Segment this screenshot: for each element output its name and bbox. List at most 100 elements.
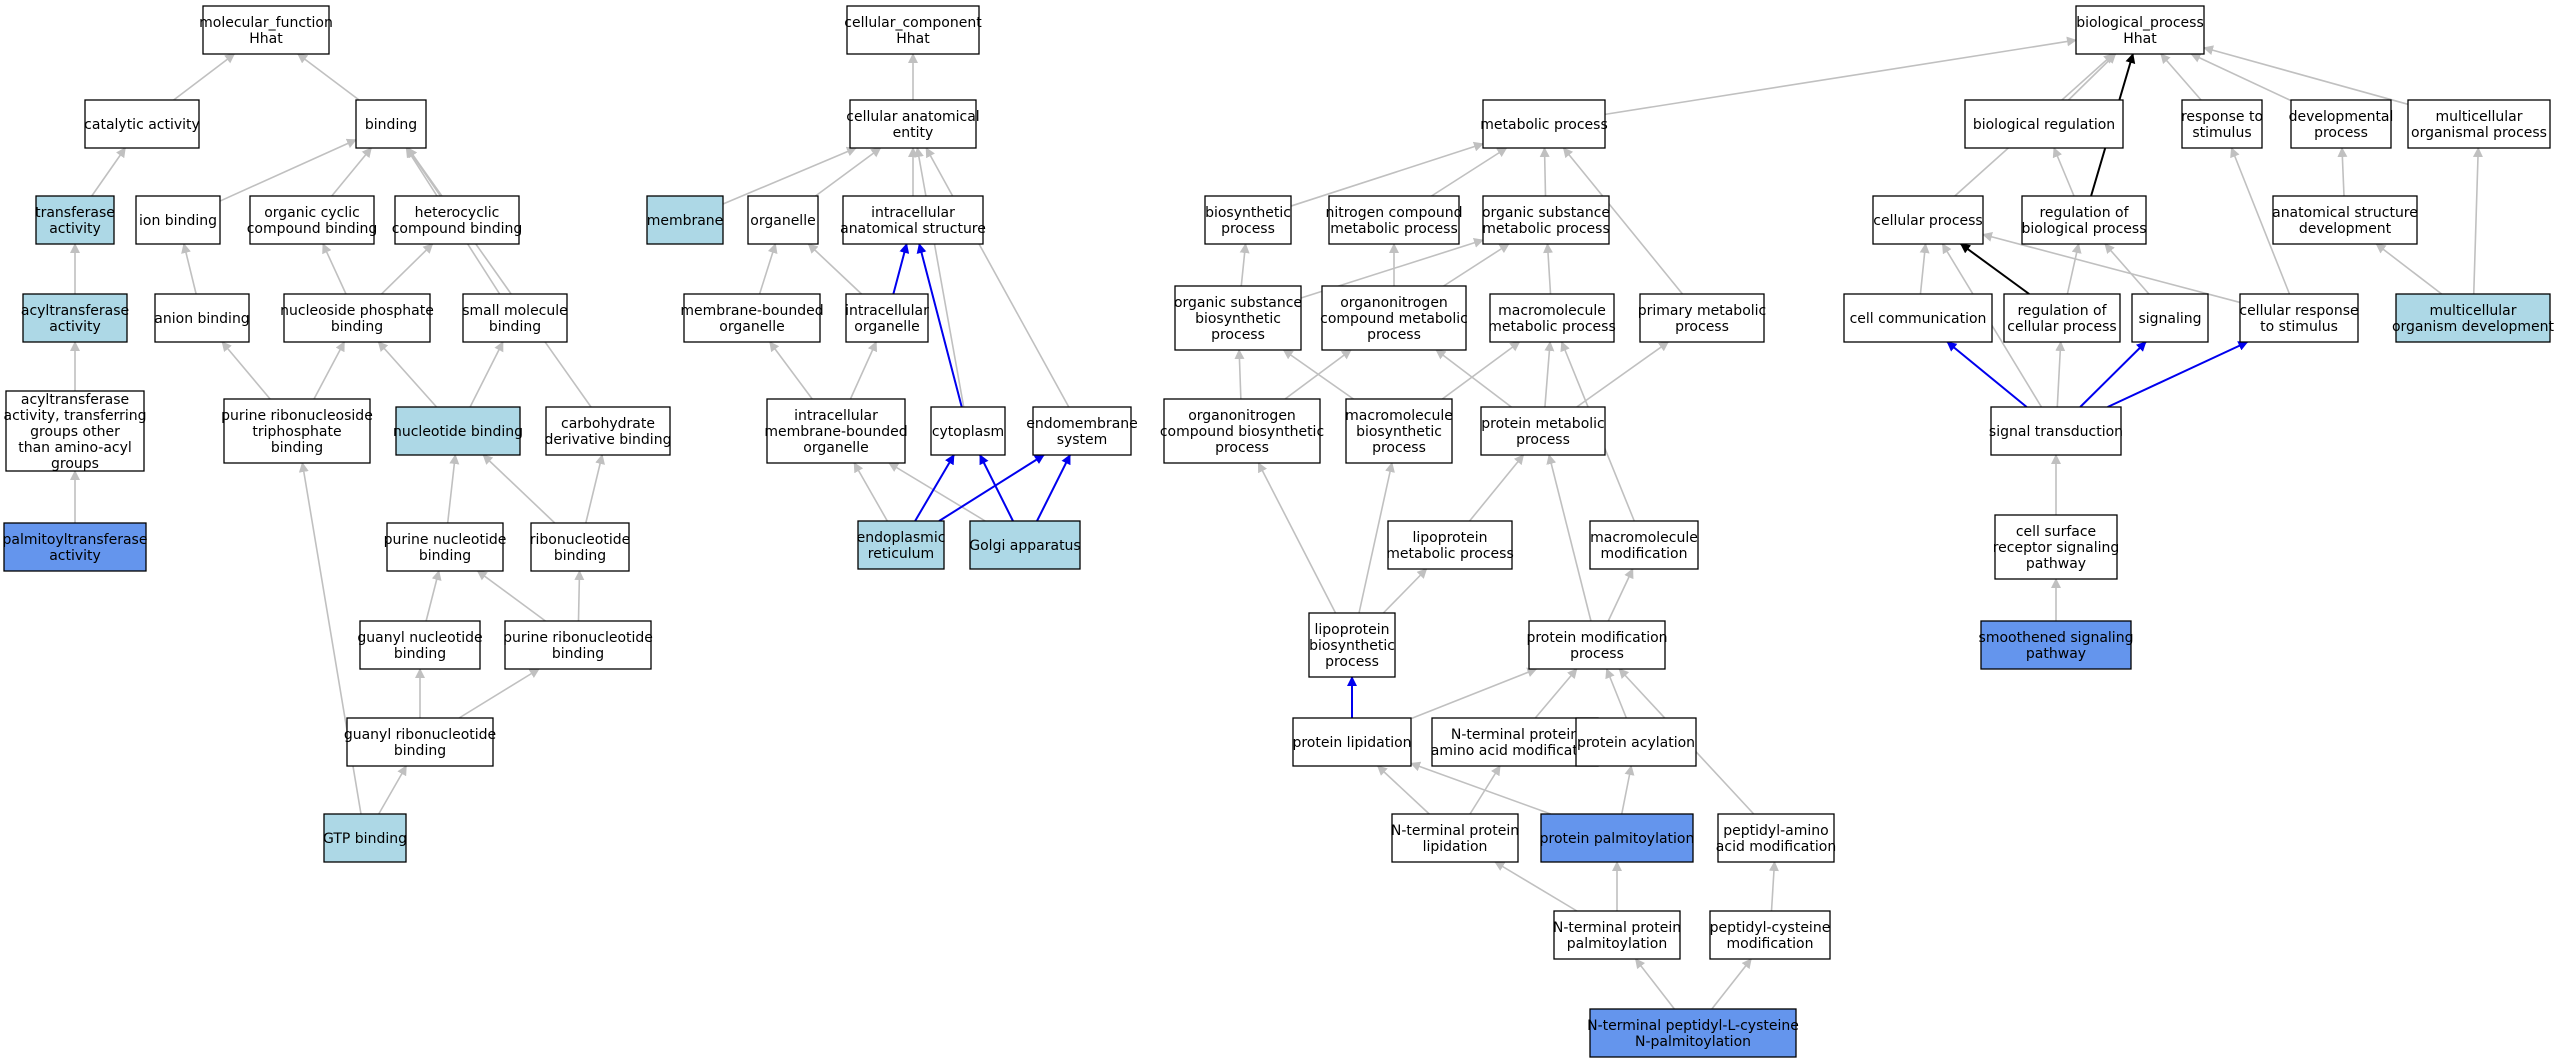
node-metabolic: metabolic process [1480,99,1608,149]
edge-response_stimulus-to-bp [2160,53,2202,101]
edge-carbohydrate_deriv-to-binding [407,147,592,408]
node-label: triphosphate [252,424,341,440]
edge-intracellular_organelle-to-intracellular_as [892,243,910,295]
edge-protein_met-to-macromolecule_met [1544,341,1555,408]
node-box [845,293,929,343]
node-label: process [1325,654,1379,670]
node-protein-acylation: protein acylation [1575,717,1697,767]
node-label: primary metabolic [1638,303,1767,319]
node-box [2131,293,2209,343]
node-label: regulation of [2039,205,2129,221]
edge-binding-to-mf [297,53,360,101]
node-label: organic substance [1482,205,1610,221]
node-box [22,293,128,343]
edge-multicellular_dev-to-anatomical_dev [2375,243,2443,295]
node-label: binding [554,548,606,564]
node-box [1589,1008,1797,1058]
node-label: molecular_function [199,15,333,31]
node-label: activity [49,319,101,335]
node-label: reticulum [868,546,934,562]
edge-protein_palmitoylation-to-protein_lipidation [1410,761,1552,815]
edge-macromolecule_bio-to-macromolecule_met [1441,341,1521,400]
node-label: organismal process [2411,125,2547,141]
node-box [1528,620,1666,670]
node-box [2290,99,2392,149]
node-box [283,293,431,343]
edge-purine_rnt_tp-to-nucleoside_phosphate [313,341,345,400]
node-label: macromolecule [1345,408,1453,424]
node-label: groups other [30,424,120,440]
edge-organic_cyclic-to-binding [331,147,372,197]
node-label: modification [1601,546,1688,562]
edge-protein_met-to-organonitrogen_met [1435,349,1512,408]
node-label: Hhat [2123,31,2157,47]
node-label: binding [394,646,446,662]
node-cytoplasm: cytoplasm [930,406,1006,456]
node-label: modification [1727,936,1814,952]
edge-nterm_palmitoylation-to-nterm_lipidation [1494,861,1578,912]
node-box [202,5,330,55]
node-label: N-terminal protein [1391,823,1519,839]
node-label: cellular response [2239,303,2358,319]
node-box [1292,717,1412,767]
node-label: pathway [2026,556,2086,572]
edge-organic_substance_met-to-metabolic [1539,147,1550,197]
edge-multicellular_dev-to-multicellular_organismal [2472,147,2483,295]
edge-lipoprotein_met-to-protein_met [1468,454,1525,522]
node-label: Hhat [896,31,930,47]
node-box [1391,813,1519,863]
edge-intracellular_organelle-to-organelle [807,243,863,295]
node-label: process [1570,646,1624,662]
edge-er-to-endomembrane [938,454,1045,522]
edge-purine_nucleotide-to-nucleotide_binding [446,454,460,524]
node-ion-binding: ion binding [135,195,221,245]
node-label: purine nucleotide [384,532,507,548]
edge-nterm_aa_mod-to-protein_mod [1534,668,1578,719]
edge-macromolecule_bio-to-organic_substance_bio [1282,349,1354,400]
node-label: biological_process [2076,15,2204,31]
node-label: process [1211,327,1265,343]
edge-nucleoside_phosphate-to-organic_cyclic [322,243,347,295]
node-label: process [2314,125,2368,141]
node-label: biological regulation [1973,117,2115,133]
node-label: guanyl ribonucleotide [344,727,496,743]
node-box [359,620,481,670]
node-label: protein acylation [1577,735,1695,751]
node-box [2021,195,2147,245]
edge-purine_rnt_tp-to-anion_binding [221,341,271,400]
edge-nterm_lipidation-to-protein_lipidation [1377,765,1430,815]
node-label: response to [2181,109,2263,125]
node-label: process [1221,221,1275,237]
node-binding: binding [355,99,427,149]
node-label: activity [49,221,101,237]
node-box [2003,293,2121,343]
node-membrane: membrane [646,195,724,245]
edge-er-to-cytoplasm [914,454,955,522]
edge-endomembrane-to-cae [925,147,1070,408]
node-box [394,195,520,245]
node-anion-binding: anion binding [154,293,250,343]
node-box [1345,398,1453,464]
node-box [2075,5,2205,55]
node-label: cellular process [2007,319,2116,335]
node-label: intracellular [871,205,955,221]
